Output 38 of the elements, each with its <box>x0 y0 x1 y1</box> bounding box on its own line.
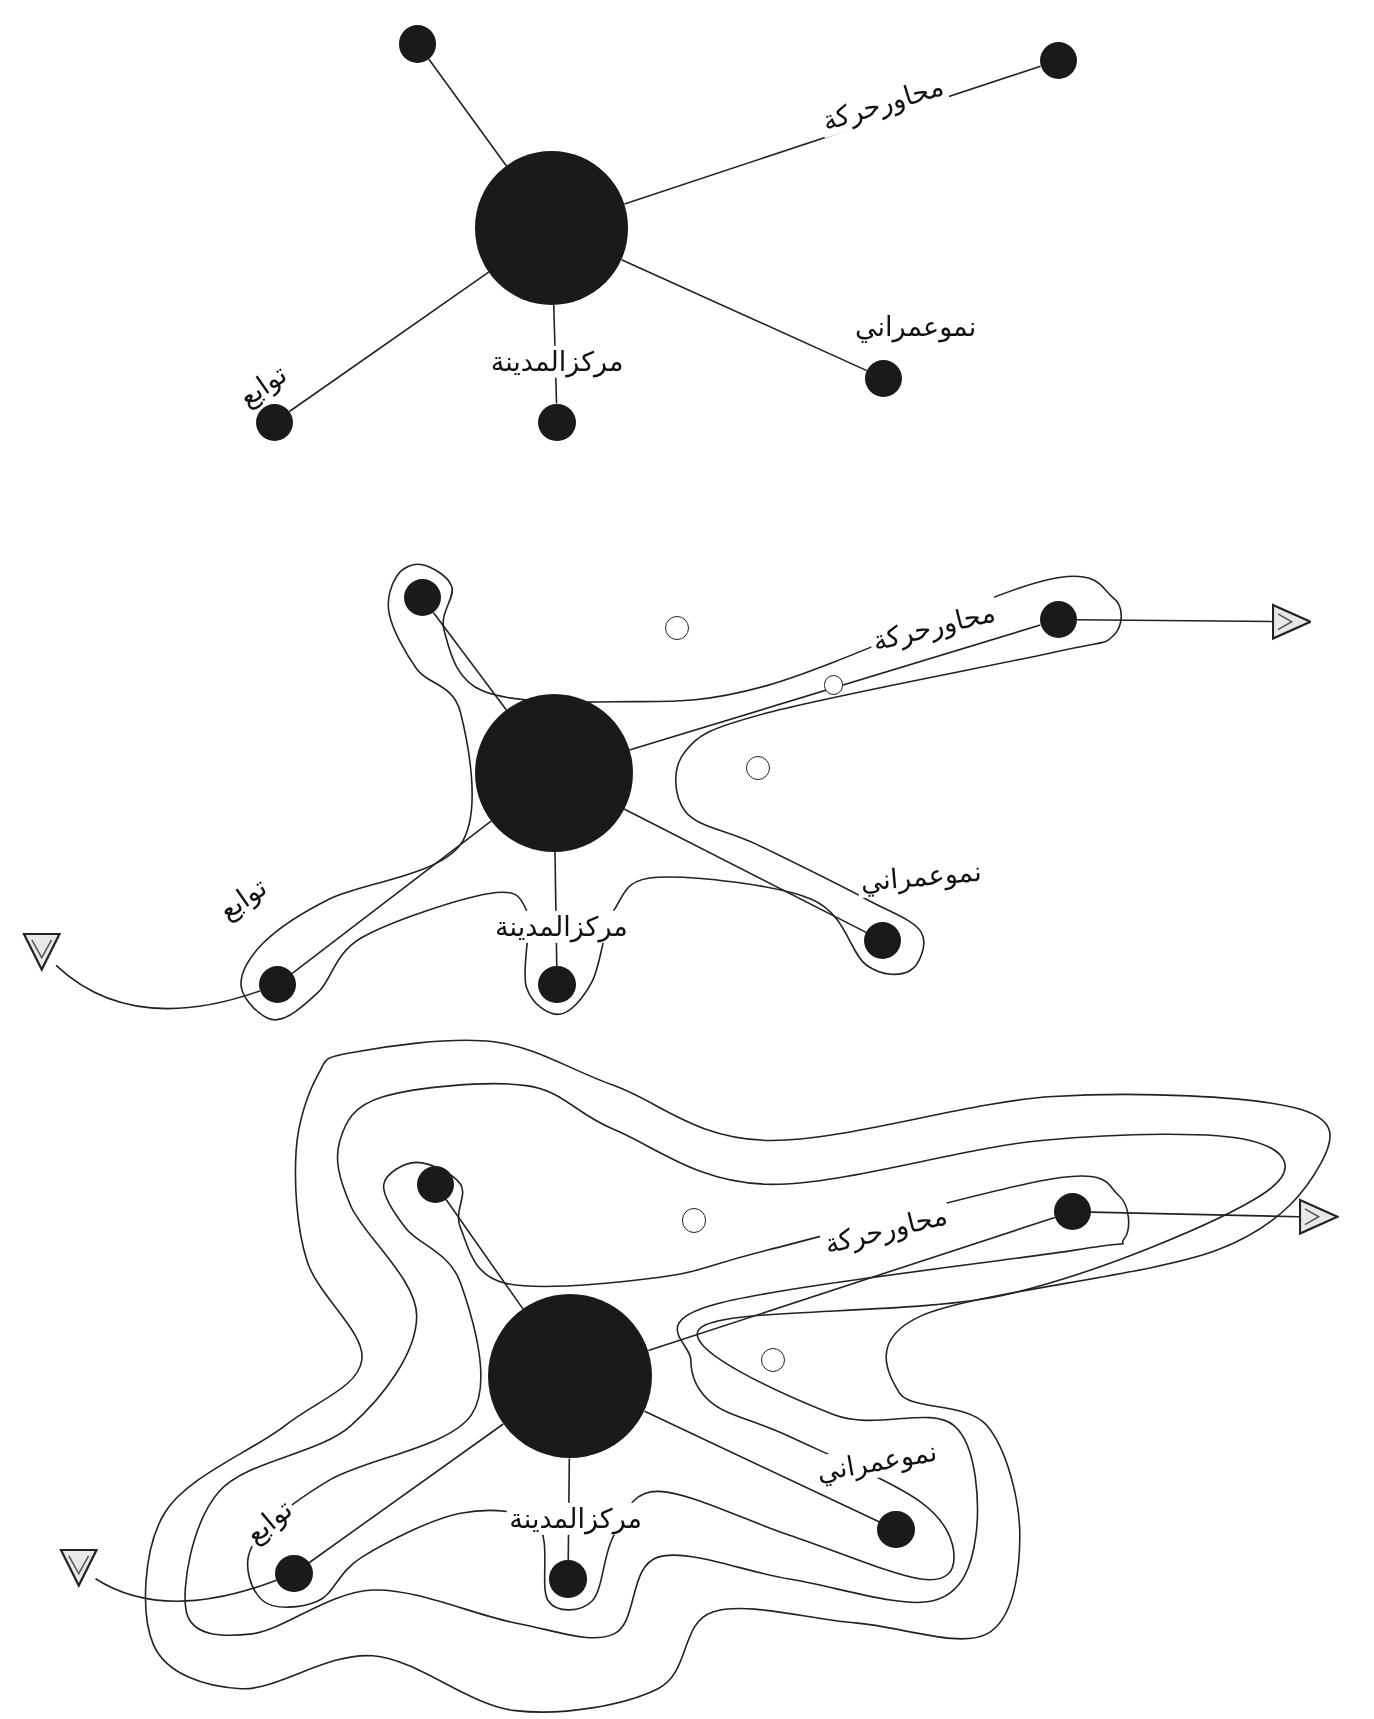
triangle-marker <box>21 932 62 972</box>
connecting-line <box>1076 618 1273 623</box>
satellite-circle <box>877 1511 915 1549</box>
connecting-line <box>623 808 867 934</box>
satellite-circle <box>865 359 903 397</box>
connecting-line <box>1090 1211 1301 1218</box>
connecting-line <box>308 1423 505 1564</box>
connecting-line <box>620 258 868 372</box>
satellite-circle <box>403 579 441 617</box>
open-circle <box>682 1208 707 1233</box>
satellite-circle <box>538 403 576 441</box>
connecting-line <box>291 820 492 975</box>
connecting-line <box>94 1577 278 1602</box>
connecting-line <box>647 1216 1056 1352</box>
satellite-circle <box>1039 600 1077 639</box>
open-circle <box>823 675 844 696</box>
satellite-circle <box>1039 41 1077 79</box>
satellite-circle <box>399 25 437 63</box>
open-circle <box>664 616 689 641</box>
satellite-circle <box>864 922 902 960</box>
open-circle <box>761 1347 786 1372</box>
satellite-circle <box>275 1554 313 1593</box>
satellite-circle <box>1053 1193 1092 1231</box>
connecting-line <box>432 611 508 711</box>
triangle-marker <box>1272 602 1312 642</box>
satellite-circle <box>416 1165 454 1203</box>
satellite-circle <box>538 966 576 1004</box>
triangle-marker <box>59 1548 99 1588</box>
connecting-line <box>55 964 261 1010</box>
connecting-line <box>445 1198 524 1310</box>
connecting-line <box>643 1410 880 1523</box>
triangle-marker <box>1299 1197 1339 1237</box>
connecting-line <box>288 271 490 413</box>
satellite-circle <box>549 1560 587 1598</box>
connecting-line <box>427 58 508 167</box>
connecting-line <box>628 624 1042 751</box>
satellite-circle <box>258 966 297 1004</box>
open-circle <box>745 755 770 780</box>
